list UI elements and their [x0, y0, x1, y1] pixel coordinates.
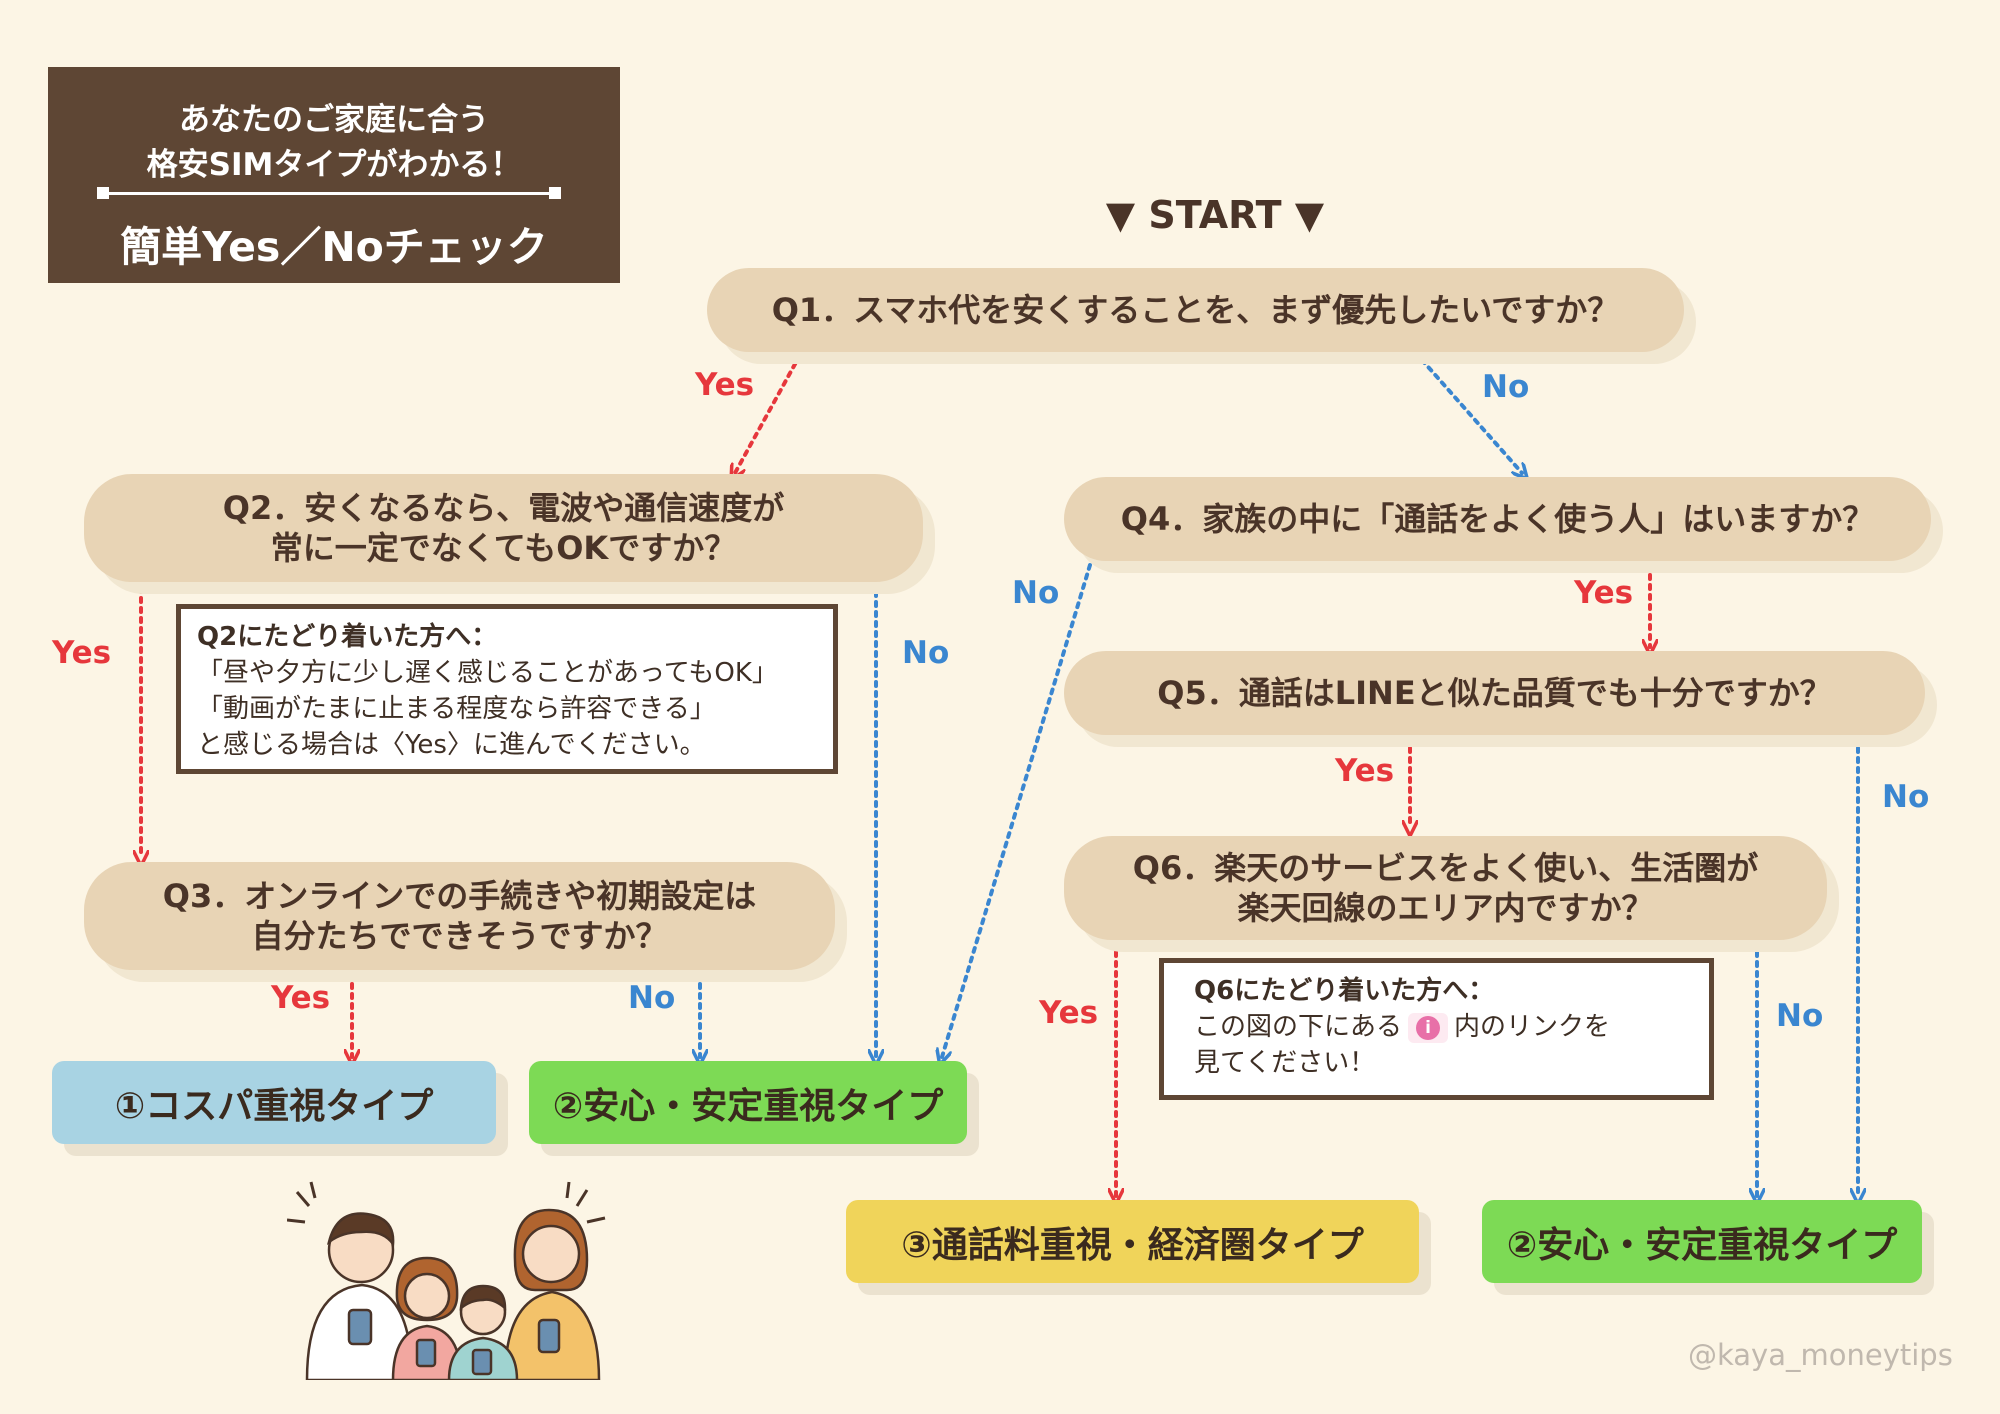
note-q2-title: Q2にたどり着いた方へ： [197, 622, 498, 652]
title-divider [97, 187, 561, 199]
question-q1-text: Q1．スマホ代を安くすることを、まず優先したいですか？ [771, 290, 1620, 329]
result-cost: ①コスパ重視タイプ [52, 1061, 496, 1144]
question-q3-line-1: Q3．オンラインでの手続きや初期設定は [162, 876, 757, 915]
note-q6-line-1-before: この図の下にある [1194, 1012, 1403, 1043]
label-q1-no: No [1482, 369, 1530, 405]
note-q2-line-2: 「動画がたまに止まる程度なら許容できる」 [197, 694, 716, 725]
family-illustration [287, 1181, 606, 1380]
label-q4-no: No [1012, 575, 1060, 611]
question-q5: Q5．通話はLINEと似た品質でも十分ですか？ [1064, 651, 1925, 735]
question-q2-line-1: Q2．安くなるなら、電波や通信速度が [222, 488, 785, 527]
title-line-3: 簡単Yes／Noチェック [120, 223, 548, 271]
note-q2-line-1: 「昼や夕方に少し遅く感じることがあってもOK」 [197, 658, 778, 689]
result-safe-right: ②安心・安定重視タイプ [1482, 1200, 1922, 1283]
label-q6-yes: Yes [1039, 995, 1099, 1031]
arrow-q4-no [942, 563, 1092, 1057]
label-q5-yes: Yes [1335, 753, 1395, 789]
question-q2: Q2．安くなるなら、電波や通信速度が 常に一定でなくてもOKですか？ [84, 474, 923, 582]
info-icon: i [1408, 1012, 1449, 1043]
arrow-q1-yes [735, 353, 802, 473]
question-q6: Q6．楽天のサービスをよく使い、生活圏が 楽天回線のエリア内ですか？ [1064, 836, 1827, 940]
question-q1: Q1．スマホ代を安くすることを、まず優先したいですか？ [707, 268, 1684, 352]
question-q6-line-1: Q6．楽天のサービスをよく使い、生活圏が [1132, 848, 1759, 887]
note-q6-line-1-after: 内のリンクを [1454, 1012, 1611, 1043]
question-q2-line-2: 常に一定でなくてもOKですか？ [270, 529, 737, 567]
question-q4: Q4．家族の中に「通話をよく使う人」はいますか？ [1064, 477, 1931, 561]
title-line-1: あなたのご家庭に合う [179, 102, 489, 138]
result-call: ③通話料重視・経済圏タイプ [846, 1200, 1419, 1283]
label-q5-no: No [1882, 779, 1930, 815]
label-q2-yes: Yes [52, 635, 112, 671]
sparkle-lines-icon [287, 1181, 606, 1224]
label-q2-no: No [902, 635, 950, 671]
girl-icon [391, 1256, 463, 1380]
label-q6-no: No [1776, 998, 1824, 1034]
label-q4-yes: Yes [1574, 575, 1634, 611]
credit-handle: @kaya_moneytips [1688, 1338, 1953, 1372]
title-box: あなたのご家庭に合う 格安SIMタイプがわかる！ 簡単Yes／Noチェック [48, 67, 620, 283]
title-line-2: 格安SIMタイプがわかる！ [146, 147, 522, 183]
note-q2-line-3: と感じる場合は〈Yes〉に進んでください。 [197, 730, 706, 761]
label-q1-yes: Yes [695, 367, 755, 403]
question-q4-text: Q4．家族の中に「通話をよく使う人」はいますか？ [1120, 499, 1875, 538]
label-q3-yes: Yes [271, 980, 331, 1016]
question-q3-line-2: 自分たちでできそうですか？ [251, 917, 668, 955]
label-q3-no: No [628, 980, 676, 1016]
start-label: ▼ START ▼ [1105, 193, 1325, 237]
note-q6-line-2: 見てください！ [1194, 1048, 1376, 1079]
dad-icon [305, 1212, 414, 1380]
question-q6-line-2: 楽天回線のエリア内ですか？ [1237, 889, 1654, 927]
mom-icon [503, 1208, 601, 1380]
result-safe-left: ②安心・安定重視タイプ [529, 1061, 967, 1144]
question-q3: Q3．オンラインでの手続きや初期設定は 自分たちでできそうですか？ [84, 862, 835, 970]
boy-icon [447, 1284, 519, 1380]
note-q6-title: Q6にたどり着いた方へ： [1194, 976, 1495, 1006]
arrow-q1-no [1420, 358, 1522, 473]
note-q2: Q2にたどり着いた方へ： 「昼や夕方に少し遅く感じることがあってもOK」 「動画… [176, 604, 838, 774]
question-q5-text: Q5．通話はLINEと似た品質でも十分ですか？ [1157, 673, 1832, 712]
